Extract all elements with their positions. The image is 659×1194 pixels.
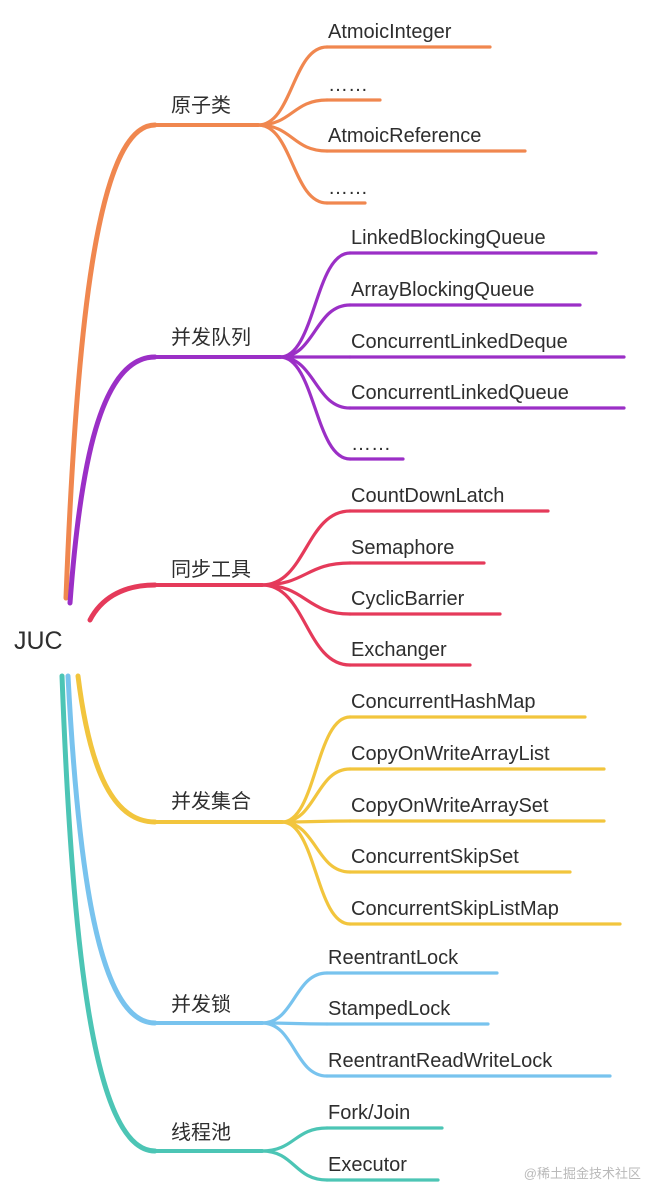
- mindmap-labels: JUC 原子类 AtmoicInteger …… AtmoicReference …… 并…: [14, 21, 569, 1176]
- watermark: @稀土掘金技术社区: [523, 1166, 641, 1181]
- root-node-label: JUC: [14, 627, 63, 655]
- leaf-label-4-0: ReentrantLock: [328, 947, 459, 969]
- leaf-edge-1-3: [278, 355, 352, 410]
- branch-label-1: 并发队列: [171, 326, 251, 349]
- leaf-edge-3-4: [280, 820, 352, 926]
- leaf-edge-3-1: [280, 767, 352, 824]
- branch-label-5: 线程池: [171, 1121, 231, 1144]
- leaf-label-1-4: ……: [351, 433, 391, 455]
- leaf-edge-1-4: [278, 355, 352, 461]
- leaf-label-3-3: ConcurrentSkipSet: [351, 846, 519, 868]
- leaf-label-0-0: AtmoicInteger: [328, 21, 452, 43]
- leaf-label-0-1: ……: [328, 74, 368, 96]
- branch-edge-0: [63, 122, 158, 601]
- leaf-label-2-3: Exchanger: [351, 639, 447, 661]
- leaf-label-3-2: CopyOnWriteArraySet: [351, 795, 549, 817]
- leaf-edge-2-3: [260, 583, 352, 667]
- leaf-edge-5-0: [260, 1126, 329, 1153]
- leaf-label-3-1: CopyOnWriteArrayList: [351, 743, 550, 765]
- leaf-edge-2-0: [260, 509, 352, 587]
- leaf-label-1-1: ArrayBlockingQueue: [351, 279, 534, 301]
- leaf-label-2-2: CyclicBarrier: [351, 588, 465, 610]
- leaf-label-4-2: ReentrantReadWriteLock: [328, 1050, 553, 1072]
- leaf-edge-5-1: [260, 1149, 329, 1182]
- leaf-edge-3-0: [280, 715, 352, 824]
- leaf-label-3-4: ConcurrentSkipListMap: [351, 898, 559, 920]
- branch-edge-2: [87, 582, 158, 623]
- leaf-label-5-1: Executor: [328, 1154, 407, 1176]
- leaf-edge-4-2: [260, 1021, 329, 1078]
- leaf-edge-1-0: [278, 251, 352, 359]
- leaf-label-4-1: StampedLock: [328, 998, 451, 1020]
- branch-edge-1: [67, 354, 158, 606]
- branch-edge-4: [65, 673, 158, 1026]
- leaf-edge-3-2: [280, 819, 352, 824]
- leaf-label-2-1: Semaphore: [351, 537, 454, 559]
- leaf-label-1-2: ConcurrentLinkedDeque: [351, 331, 568, 353]
- leaf-label-2-0: CountDownLatch: [351, 485, 504, 507]
- branch-label-4: 并发锁: [171, 993, 231, 1016]
- leaf-edge-0-0: [256, 45, 329, 127]
- leaf-label-0-3: ……: [328, 177, 368, 199]
- branch-edge-5: [59, 673, 158, 1154]
- branch-label-3: 并发集合: [171, 790, 251, 813]
- leaf-edge-4-0: [260, 971, 329, 1025]
- branch-label-0: 原子类: [171, 94, 231, 117]
- leaf-edge-2-1: [260, 561, 352, 587]
- leaf-label-0-2: AtmoicReference: [328, 125, 481, 147]
- leaf-label-1-3: ConcurrentLinkedQueue: [351, 382, 569, 404]
- branch-edge-3: [75, 673, 158, 825]
- leaf-label-5-0: Fork/Join: [328, 1102, 410, 1124]
- leaf-edge-1-1: [278, 303, 352, 359]
- mindmap-edges: [59, 45, 626, 1182]
- leaf-label-3-0: ConcurrentHashMap: [351, 691, 536, 713]
- leaf-edge-0-3: [256, 123, 329, 205]
- leaf-label-1-0: LinkedBlockingQueue: [351, 227, 546, 249]
- leaf-edge-3-3: [280, 820, 352, 874]
- branch-label-2: 同步工具: [171, 558, 251, 581]
